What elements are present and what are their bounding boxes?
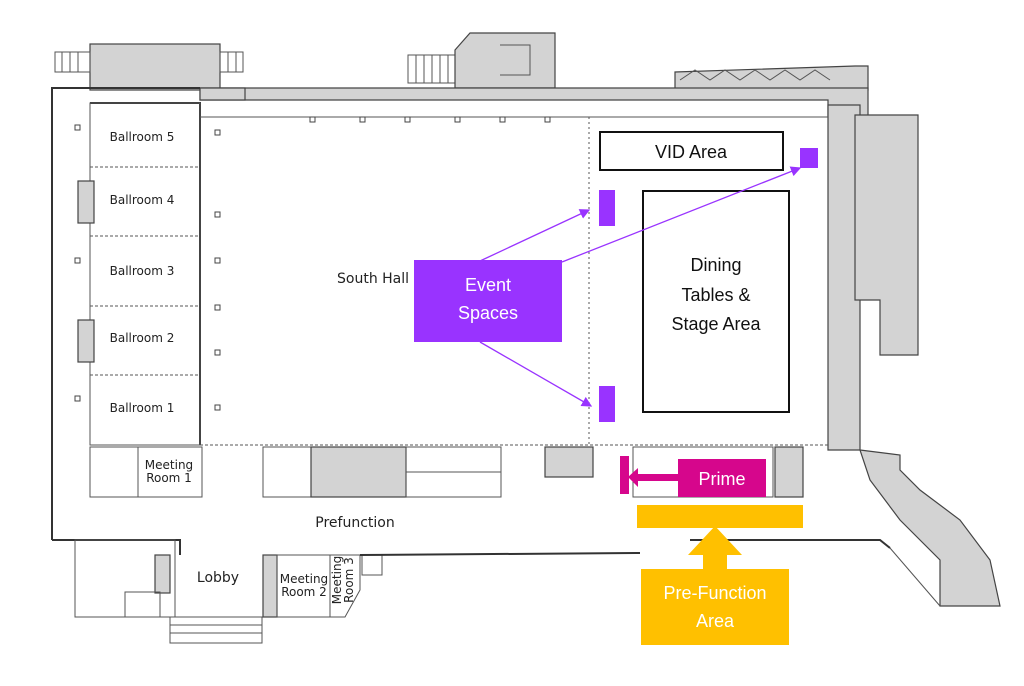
ballroom-5-label: Ballroom 5 <box>110 130 175 144</box>
south-hall-label: South Hall <box>337 271 409 287</box>
pre-function-arrow <box>688 526 742 569</box>
meeting-room-3-label-2: Room 3 <box>342 557 356 603</box>
event-space-marker <box>800 148 818 168</box>
event-space-marker <box>599 190 615 226</box>
vid-area: VID Area <box>599 131 784 171</box>
vid-area-label: VID Area <box>655 142 728 162</box>
dining-label-3: Stage Area <box>671 314 761 334</box>
ballroom-4-label: Ballroom 4 <box>110 193 175 207</box>
room-labels: Ballroom 5 Ballroom 4 Ballroom 3 Ballroo… <box>110 130 409 604</box>
prefunction-label: Prefunction <box>315 515 394 531</box>
meeting-room-2-label-1: Meeting <box>280 572 328 586</box>
ballroom-1-label: Ballroom 1 <box>110 401 175 415</box>
event-spaces-label-2: Spaces <box>458 303 518 323</box>
columns <box>74 116 551 411</box>
event-space-arrows <box>479 166 802 407</box>
meeting-room-2-label-2: Room 2 <box>281 585 327 599</box>
lower-building <box>52 539 941 644</box>
pre-function-label-1: Pre-Function <box>663 583 766 603</box>
pre-function-callout: Pre-Function Area <box>637 505 803 645</box>
prime-label: Prime <box>698 469 745 489</box>
meeting-room-1-label-1: Meeting <box>145 458 193 472</box>
lobby-label: Lobby <box>197 570 239 586</box>
stairs-top-left <box>54 51 456 84</box>
dining-stage-area: Dining Tables & Stage Area <box>642 190 790 413</box>
pre-function-marker <box>637 505 803 528</box>
pre-function-label-2: Area <box>696 611 735 631</box>
top-structures <box>54 32 869 91</box>
dining-label-1: Dining <box>690 255 741 275</box>
event-space-marker <box>599 386 615 422</box>
ballroom-2-label: Ballroom 2 <box>110 331 175 345</box>
prime-arrow <box>628 468 680 487</box>
prime-marker <box>620 456 629 494</box>
meeting-room-1-label-2: Room 1 <box>146 471 192 485</box>
event-spaces-label-1: Event <box>465 275 511 295</box>
building-walls <box>51 87 1001 607</box>
meeting-room-3-label-1: Meeting <box>330 556 344 604</box>
event-space-markers <box>599 148 818 422</box>
ballroom-3-label: Ballroom 3 <box>110 264 175 278</box>
meeting-row <box>89 446 804 498</box>
dining-label-2: Tables & <box>681 285 750 305</box>
prime-callout: Prime <box>620 456 766 497</box>
event-spaces-callout: Event Spaces <box>414 260 562 342</box>
